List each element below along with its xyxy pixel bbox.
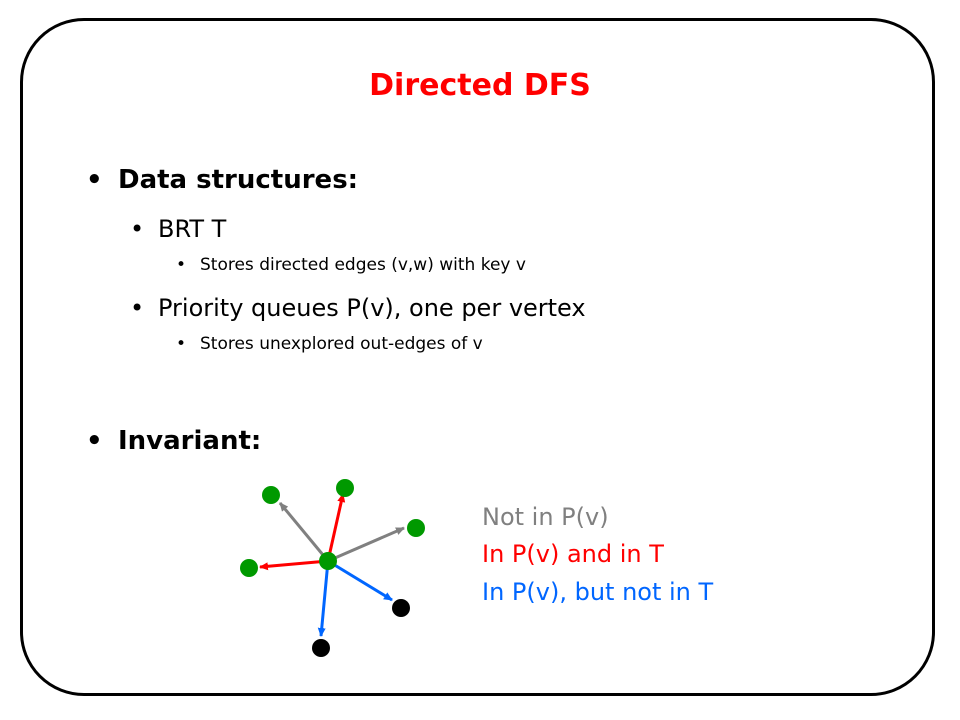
bullet-marker: • <box>130 215 145 243</box>
bullet-marker: • <box>86 165 103 195</box>
bullet-brt-detail: Stores directed edges (v,w) with key v <box>200 255 526 275</box>
bullet-marker: • <box>86 426 103 456</box>
legend-in-p-and-t: In P(v) and in T <box>482 540 664 568</box>
legend-in-p-not-t: In P(v), but not in T <box>482 578 714 606</box>
bullet-priority-queues: Priority queues P(v), one per vertex <box>158 294 586 322</box>
bullet-marker: • <box>176 334 187 354</box>
bullet-data-structures: Data structures: <box>118 165 359 195</box>
bullet-marker: • <box>130 294 145 322</box>
slide-title: Directed DFS <box>369 68 591 103</box>
slide-frame <box>20 18 935 696</box>
bullet-invariant: Invariant: <box>118 426 262 456</box>
bullet-marker: • <box>176 255 187 275</box>
legend-not-in-p: Not in P(v) <box>482 503 609 531</box>
bullet-brt: BRT T <box>158 215 227 243</box>
bullet-pq-detail: Stores unexplored out-edges of v <box>200 334 483 354</box>
